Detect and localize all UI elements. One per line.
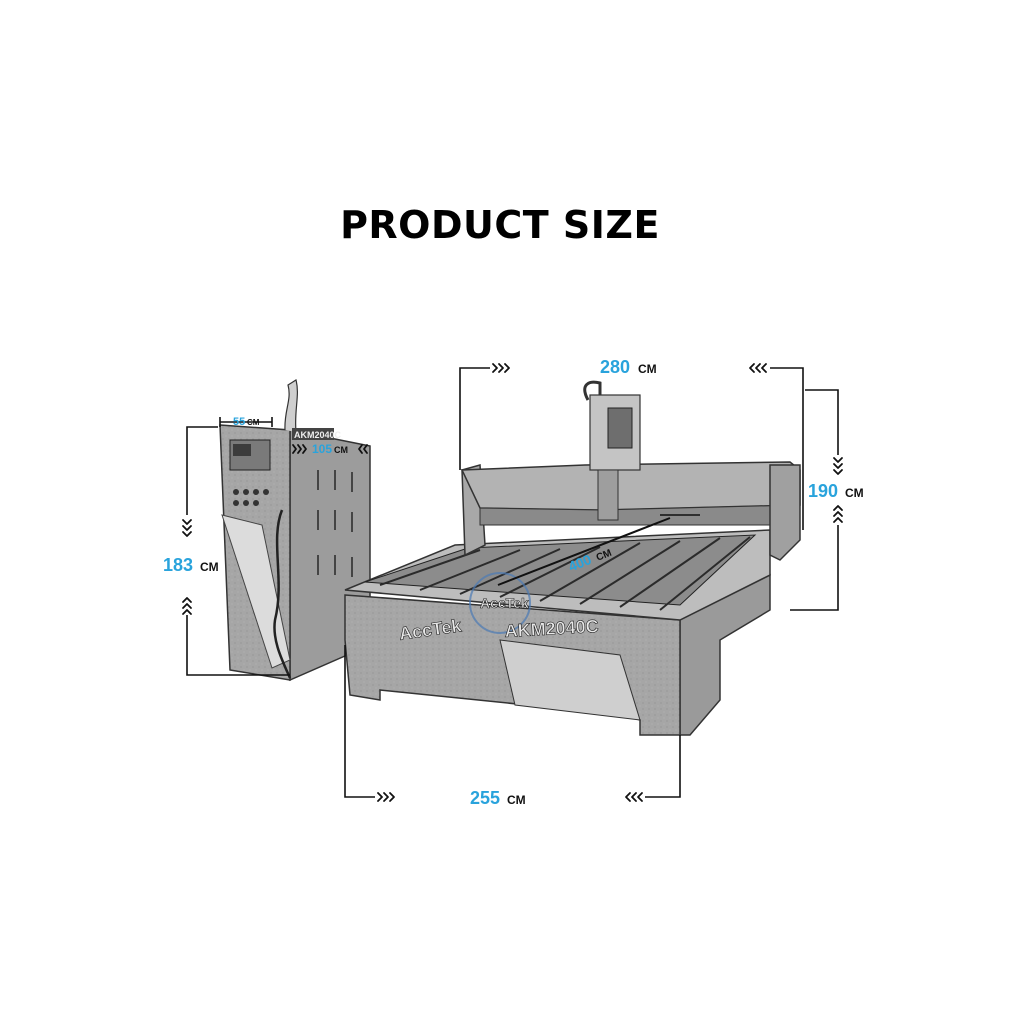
dimension-cabinet-depth: 105 CM [292,442,368,456]
dim-255-unit: CM [507,793,526,807]
brand-logo-center: AccTek [480,595,529,611]
dim-55-unit: CM [247,418,260,427]
dim-255-value: 255 [470,788,500,808]
dim-183-unit: CM [200,560,219,574]
dim-190-unit: CM [845,486,864,500]
dim-400-unit: CM [595,548,614,564]
dim-190-value: 190 [808,481,838,501]
dimension-width-top: 280 CM [459,357,804,530]
dimension-height-right: 190 CM [790,389,864,611]
page-title: PRODUCT SIZE [340,203,660,247]
cabinet-model-label: AKM2040C [294,430,342,440]
dimension-cabinet-height: 183 CM [163,426,290,676]
dim-280-unit: CM [638,362,657,376]
dimension-table-depth: 400 CM [497,514,700,586]
dim-105-unit: CM [334,445,348,455]
dimension-length-bottom: 255 CM [344,645,681,808]
dim-55-value: 55 [233,416,245,428]
dimension-cabinet-width: 55 CM [219,416,273,428]
dim-280-value: 280 [600,357,630,377]
dim-105-value: 105 [312,442,332,456]
cnc-router-machine: AccTek AccTek AKM2040C AKM2040C [294,380,801,736]
dim-183-value: 183 [163,555,193,575]
